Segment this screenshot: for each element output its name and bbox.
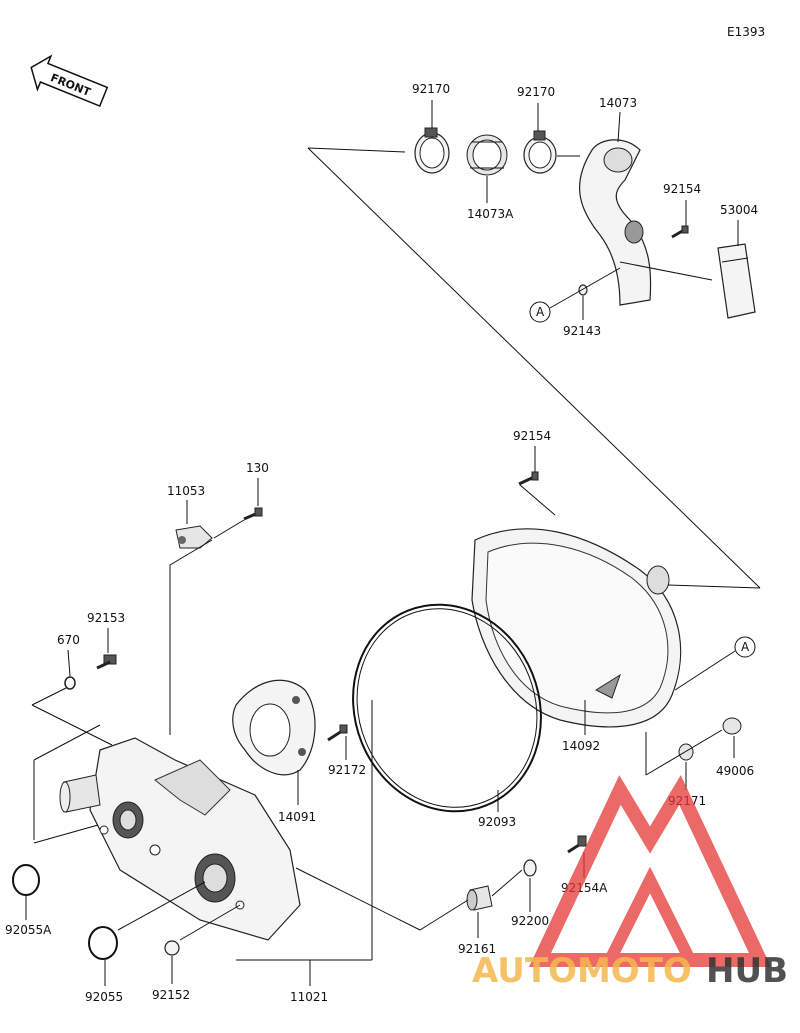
label-670: 670 xyxy=(57,633,80,647)
hose-clamp-left xyxy=(414,127,450,174)
label-92172: 92172 xyxy=(328,763,366,777)
grommet-92161 xyxy=(466,885,493,911)
label-92055: 92055 xyxy=(85,990,123,1004)
inner-cover-outlet xyxy=(59,774,101,813)
label-92154b: 92154 xyxy=(513,429,551,443)
leader-clamp-left xyxy=(307,147,406,153)
leader-outlet xyxy=(667,584,761,589)
label-130: 130 xyxy=(246,461,269,475)
leader-left-frame-top xyxy=(33,724,101,761)
label-92152: 92152 xyxy=(152,988,190,1002)
cap-49006 xyxy=(722,717,742,735)
o-ring-670 xyxy=(64,676,76,690)
washer-92200 xyxy=(523,859,537,877)
ref-marker-a-lower-text: A xyxy=(741,640,750,654)
leader-670 xyxy=(67,649,71,677)
ref-marker-a-upper-text: A xyxy=(536,305,545,319)
leader-bracket-top xyxy=(169,539,213,566)
washer-92152 xyxy=(164,940,180,956)
leader-washer xyxy=(491,869,523,897)
leader-670-cover xyxy=(31,704,113,746)
leader-ref-a-upper xyxy=(549,267,621,309)
front-arrow-icon: FRONT xyxy=(30,54,109,107)
bolt-92172 xyxy=(327,724,348,742)
label-53004: 53004 xyxy=(720,203,758,217)
bracket-11053 xyxy=(175,525,213,549)
leader-92055-cover xyxy=(117,881,206,931)
label-92154a: 92154 xyxy=(663,182,701,196)
label-92170a: 92170 xyxy=(412,82,450,96)
leader-670-ring xyxy=(31,687,67,706)
watermark-hub: HUB xyxy=(706,951,788,991)
label-14092: 14092 xyxy=(562,739,600,753)
bolt-upper xyxy=(671,225,689,239)
label-92153: 92153 xyxy=(87,611,125,625)
leader-bolt-cover xyxy=(519,484,556,516)
label-92200: 92200 xyxy=(511,914,549,928)
leader-bracket-bolt xyxy=(213,519,245,539)
label-11053: 11053 xyxy=(167,484,205,498)
inner-cover xyxy=(89,737,301,941)
bolt-130 xyxy=(243,507,263,521)
leader-ref-a-lower xyxy=(674,650,736,691)
bolt-mid xyxy=(518,471,539,486)
ref-marker-a-lower xyxy=(734,636,756,658)
leader-duct-cover xyxy=(307,147,761,589)
bolt-92153 xyxy=(96,654,117,670)
label-49006: 49006 xyxy=(716,764,754,778)
leader-cap xyxy=(645,729,723,776)
label-14073: 14073 xyxy=(599,96,637,110)
leader-14073 xyxy=(617,111,621,143)
leader-bottom-group xyxy=(295,867,421,931)
label-92055A: 92055A xyxy=(5,923,52,937)
label-sticker xyxy=(717,243,756,319)
leader-92055A-cover xyxy=(33,824,99,844)
gasket-92093 xyxy=(352,603,542,813)
duct-sleeve xyxy=(466,134,508,176)
heat-plate-14091 xyxy=(232,679,316,776)
leader-sticker-duct xyxy=(619,261,713,281)
label-92170b: 92170 xyxy=(517,85,555,99)
bolt-92154A xyxy=(567,835,587,854)
watermark-automoto: AUTOMOTO xyxy=(472,951,692,991)
automotohub-logo-icon xyxy=(528,775,772,967)
grommet-92171 xyxy=(678,743,694,761)
o-ring-92055A xyxy=(12,864,40,896)
label-92161: 92161 xyxy=(458,942,496,956)
outer-cover xyxy=(471,528,682,728)
o-ring-92055 xyxy=(88,926,118,960)
hose-clamp-right xyxy=(523,130,557,174)
label-14073A: 14073A xyxy=(467,207,514,221)
air-duct xyxy=(579,139,652,306)
label-14091: 14091 xyxy=(278,810,316,824)
washer-92143 xyxy=(578,284,588,296)
leader-grommet xyxy=(419,899,469,931)
label-92093: 92093 xyxy=(478,815,516,829)
diagram-code: E1393 xyxy=(727,25,765,39)
gasket-inner-edge xyxy=(356,608,538,808)
label-11021: 11021 xyxy=(290,990,328,1004)
leader-92152-cover xyxy=(179,904,241,941)
label-92143: 92143 xyxy=(563,324,601,338)
ref-marker-a-upper xyxy=(529,301,551,323)
